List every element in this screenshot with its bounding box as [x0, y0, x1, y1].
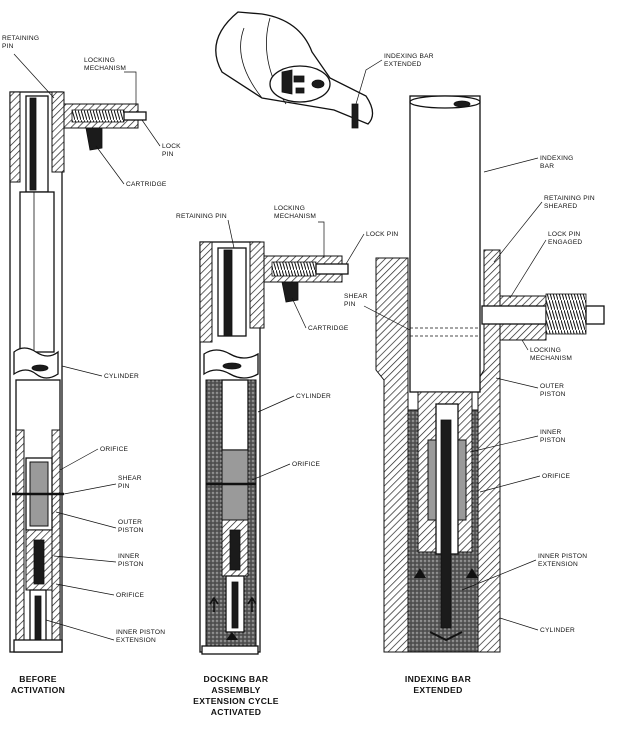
label-indexing-bar-top-b: EXTENDED — [384, 61, 422, 68]
label-inner-ext-1b: EXTENSION — [116, 637, 156, 644]
caption-docking-1: DOCKING BAR — [204, 674, 269, 684]
label-outer-piston-3a: OUTER — [540, 383, 564, 390]
figure-indexing-extended — [375, 95, 605, 653]
caption-docking-3: EXTENSION CYCLE — [193, 696, 279, 706]
label-cylinder-2: CYLINDER — [296, 393, 331, 400]
label-inner-piston-1a: INNER — [118, 553, 140, 560]
label-retaining-pin-1b: PIN — [2, 43, 14, 50]
label-locking-mech-1a: LOCKING — [84, 57, 115, 64]
label-indexing-bar-3b: BAR — [540, 163, 554, 170]
label-locking-mech-1b: MECHANISM — [84, 65, 126, 72]
label-inner-ext-1a: INNER PISTON — [116, 629, 165, 636]
label-locking-mech-2b: MECHANISM — [274, 213, 316, 220]
label-inner-ext-3b: EXTENSION — [538, 561, 578, 568]
label-shear-pin-1b: PIN — [118, 483, 130, 490]
label-inner-piston-1b: PISTON — [118, 561, 144, 568]
label-retaining-pin-2: RETAINING PIN — [176, 213, 227, 220]
label-outer-piston-3b: PISTON — [540, 391, 566, 398]
label-lock-pin-engaged-b: ENGAGED — [548, 239, 582, 246]
label-shear-pin-3a: SHEAR — [344, 293, 368, 300]
label-cartridge-1: CARTRIDGE — [126, 181, 167, 188]
label-locking-mech-2a: LOCKING — [274, 205, 305, 212]
label-shear-pin-1a: SHEAR — [118, 475, 142, 482]
indexing-bar — [409, 95, 481, 393]
label-inner-ext-3a: INNER PISTON — [538, 553, 587, 560]
figure-before-activation — [9, 91, 147, 653]
inset-indexing-bar — [215, 11, 374, 129]
label-lock-pin-2: LOCK PIN — [366, 231, 398, 238]
caption-before-2: ACTIVATION — [11, 685, 65, 695]
label-locking-mech-3a: LOCKING — [530, 347, 561, 354]
label-ret-pin-sheared-b: SHEARED — [544, 203, 577, 210]
figure-docking-activated — [199, 241, 349, 655]
caption-docking-4: ACTIVATED — [211, 707, 262, 717]
caption-before-1: BEFORE — [19, 674, 57, 684]
label-cartridge-2: CARTRIDGE — [308, 325, 349, 332]
lock-spring — [71, 109, 125, 123]
label-locking-mech-3b: MECHANISM — [530, 355, 572, 362]
label-inner-piston-3b: PISTON — [540, 437, 566, 444]
label-cylinder-1: CYLINDER — [104, 373, 139, 380]
label-shear-pin-3b: PIN — [344, 301, 356, 308]
label-outer-piston-1b: PISTON — [118, 527, 144, 534]
label-indexing-bar-top-a: INDEXING BAR — [384, 53, 434, 60]
caption-docking-2: ASSEMBLY — [211, 685, 260, 695]
label-lock-pin-engaged-a: LOCK PIN — [548, 231, 580, 238]
caption-indexing-2: EXTENDED — [413, 685, 462, 695]
label-ret-pin-sheared-a: RETAINING PIN — [544, 195, 595, 202]
label-lock-pin-1b: PIN — [162, 151, 174, 158]
caption-indexing-1: INDEXING BAR — [405, 674, 472, 684]
label-lock-pin-1a: LOCK — [162, 143, 181, 150]
label-inner-piston-3a: INNER — [540, 429, 562, 436]
label-outer-piston-1a: OUTER — [118, 519, 142, 526]
label-orifice-1a: ORIFICE — [100, 446, 129, 453]
label-retaining-pin-1a: RETAINING — [2, 35, 39, 42]
cartridge — [85, 127, 103, 151]
label-orifice-3: ORIFICE — [542, 473, 571, 480]
label-orifice-2: ORIFICE — [292, 461, 321, 468]
label-indexing-bar-3a: INDEXING — [540, 155, 573, 162]
label-cylinder-3: CYLINDER — [540, 627, 575, 634]
label-orifice-1b: ORIFICE — [116, 592, 145, 599]
